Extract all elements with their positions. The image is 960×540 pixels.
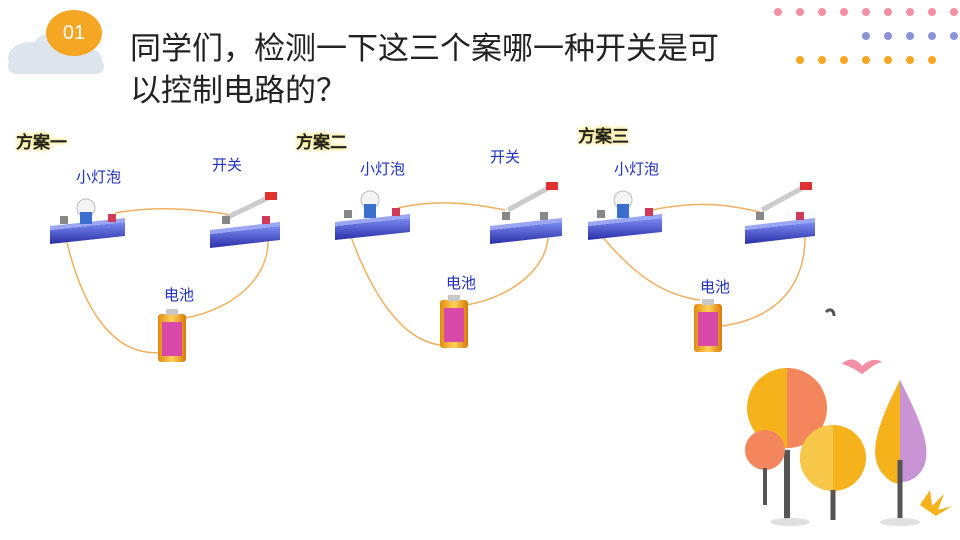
plan-3-bulb-label: 小灯泡	[614, 160, 660, 178]
plan-1-circuit	[50, 192, 280, 362]
plan-1-switch-label: 开关	[212, 156, 243, 174]
plan-2-circuit	[335, 182, 562, 348]
plan-1-battery	[158, 309, 186, 362]
bird-icon	[842, 359, 882, 374]
page-title: 同学们，检测一下这三个案哪一种开关是可 以控制电路的？	[130, 28, 830, 112]
plan-2-bulb-label: 小灯泡	[360, 160, 406, 178]
plan-1-battery-label: 电池	[164, 286, 195, 304]
plan-1-bulb-base	[50, 198, 125, 244]
title-line-1: 同学们，检测一下这三个案哪一种开关是可	[130, 31, 719, 67]
plan-1-bulb-label: 小灯泡	[76, 168, 122, 186]
plan-3-battery-label: 电池	[700, 278, 731, 296]
plan-1-switch	[210, 192, 280, 248]
dots-decoration	[774, 8, 958, 64]
plan-3-label: 方案三	[578, 127, 629, 147]
section-number-badge: 01	[46, 10, 102, 56]
plan-1-label: 方案一	[16, 133, 67, 153]
plan-3-circuit	[588, 182, 815, 352]
plan-2-battery-label: 电池	[446, 274, 477, 292]
plan-2-label: 方案二	[296, 133, 347, 153]
title-line-2: 以控制电路的？	[130, 73, 347, 109]
plan-2-switch-label: 开关	[490, 148, 521, 166]
circuit-diagrams	[50, 182, 815, 362]
trees-decoration	[745, 308, 952, 526]
